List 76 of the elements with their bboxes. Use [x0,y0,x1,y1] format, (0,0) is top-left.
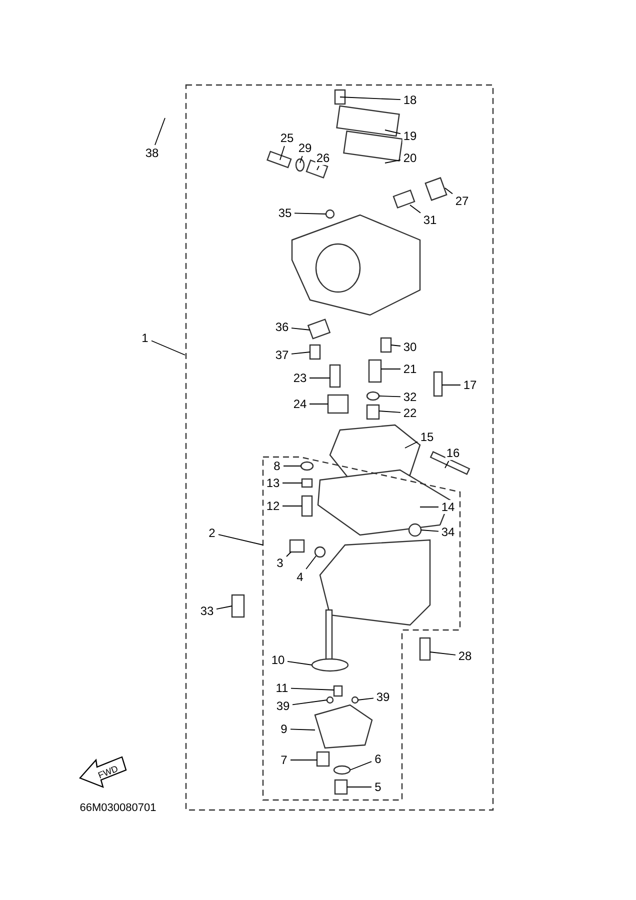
leader-line [420,530,439,532]
leader-line [154,118,166,146]
callout-number: 3 [276,556,284,570]
callout-number: 27 [454,194,470,208]
leader-line [287,660,312,666]
callout-number: 32 [402,390,418,404]
callout-number: 26 [315,151,331,165]
callout-number: 9 [280,722,288,736]
callout-number: 37 [274,348,290,362]
callout-number: 29 [297,141,313,155]
callout-number: 8 [272,459,282,473]
callout-number: 4 [296,570,304,584]
direction-label: FWD [96,762,120,782]
callout-number: 30 [402,340,418,354]
callout-number: 39 [275,699,291,713]
leader-line [444,460,450,468]
leader-line [378,396,401,398]
leader-line [218,534,264,546]
callout-number: 14 [440,500,456,514]
leader-line [410,204,421,214]
callout-number: 25 [279,131,295,145]
callout-number: 15 [419,430,435,444]
leader-line [384,159,401,164]
leader-line [380,368,401,370]
leader-line [292,700,328,706]
callout-number: 33 [199,604,215,618]
callout-number: 38 [144,146,160,160]
leader-line [286,552,292,557]
leader-line [316,166,320,170]
leader-line [290,728,316,730]
leader-line [282,482,302,484]
callout-number: 19 [402,129,418,143]
leader-line [151,340,186,356]
callout-number: 35 [277,206,293,220]
leader-line [291,328,310,330]
callout-number: 12 [265,499,281,513]
callout-number: 13 [265,476,281,490]
leader-line [216,606,232,610]
callout-number: 22 [402,406,418,420]
leader-line [350,761,372,770]
leader-line [404,441,418,448]
callout-number: 5 [374,780,382,794]
callout-number: 16 [445,446,461,460]
callout-number: 11 [274,681,290,695]
leader-line [384,130,401,134]
leader-line [306,556,316,570]
leader-line [430,652,456,656]
callout-number: 21 [402,362,418,376]
leader-line [390,344,401,346]
leader-line [420,506,439,508]
callout-number: 7 [280,753,288,767]
leader-line [442,384,461,386]
leader-line [290,688,334,690]
callout-number: 6 [374,752,382,766]
callout-number: 24 [292,397,308,411]
leader-line [280,146,285,160]
leader-line [294,212,326,214]
leader-line [444,188,453,194]
callout-number: 23 [292,371,308,385]
callout-number: 10 [270,653,286,667]
callout-number: 28 [457,649,473,663]
callout-number: 36 [274,320,290,334]
callout-number: 31 [422,213,438,227]
leader-line [378,410,401,413]
leader-line [291,352,310,354]
callout-number: 39 [375,690,391,704]
leader-line [358,698,374,700]
callout-number: 20 [402,151,418,165]
leader-line [300,156,303,164]
callout-number: 34 [440,525,456,539]
callout-number: 18 [402,93,418,107]
leader-line [340,96,401,100]
callout-number: 17 [462,378,478,392]
callout-number: 2 [208,526,216,540]
callout-number: 1 [140,331,150,345]
leader-line [346,786,372,788]
